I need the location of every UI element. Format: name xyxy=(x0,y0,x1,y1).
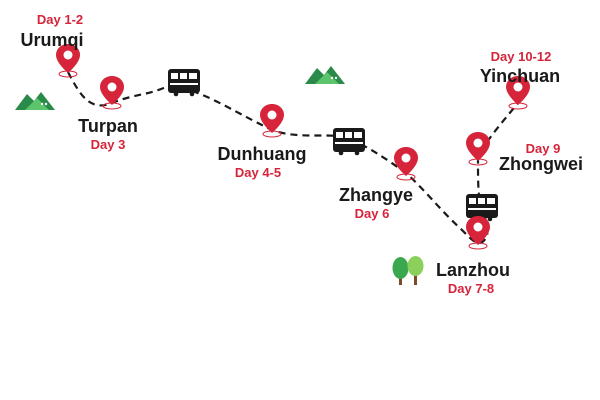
location-pin-icon xyxy=(260,104,284,138)
day-label-urumqi: Day 1-2 xyxy=(36,12,84,27)
day-label-lanzhou: Day 7-8 xyxy=(447,281,495,296)
location-pin-icon xyxy=(466,216,490,250)
train-icon xyxy=(168,69,200,97)
train-icon xyxy=(333,128,365,156)
day-label-yinchuan: Day 10-12 xyxy=(490,49,552,64)
city-label-turpan: Turpan xyxy=(78,116,138,136)
city-label-dunhuang: Dunhuang xyxy=(217,144,307,164)
location-pin-icon xyxy=(466,132,490,166)
city-label-zhangye: Zhangye xyxy=(338,185,414,205)
city-label-urumqi: Urumqi xyxy=(20,30,84,50)
location-pin-icon xyxy=(56,44,80,78)
day-label-dunhuang: Day 4-5 xyxy=(234,165,282,180)
day-label-turpan: Day 3 xyxy=(90,137,126,152)
location-pin-icon xyxy=(506,76,530,110)
day-label-zhongwei: Day 9 xyxy=(525,141,561,156)
mountain-icon xyxy=(15,92,55,110)
location-pin-icon xyxy=(100,76,124,110)
city-label-yinchuan: Yinchuan xyxy=(479,66,561,86)
city-label-zhongwei: Zhongwei xyxy=(499,154,583,174)
city-label-lanzhou: Lanzhou xyxy=(436,260,510,280)
location-pin-icon xyxy=(394,147,418,181)
tree-icon xyxy=(392,256,424,285)
day-label-zhangye: Day 6 xyxy=(354,206,390,221)
mountain-icon xyxy=(305,66,345,84)
